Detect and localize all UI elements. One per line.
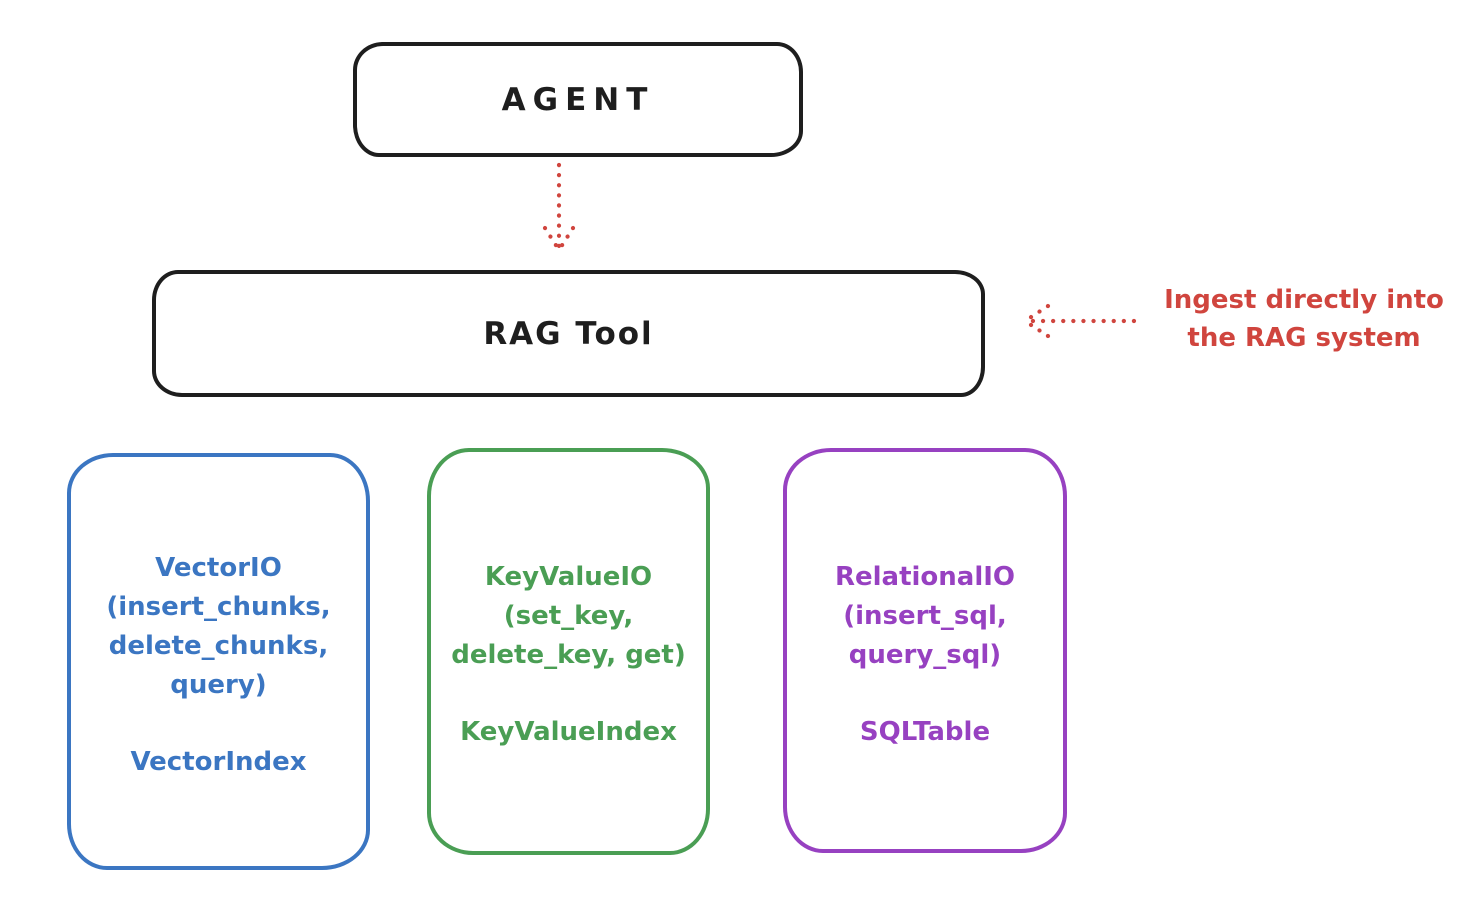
- sql-table-label: SQLTable: [859, 717, 991, 747]
- agent-box: AGENT: [353, 42, 803, 157]
- io-line: (set_key,: [503, 601, 634, 631]
- ingest-annotation: Ingest directly into the RAG system: [1128, 281, 1480, 357]
- io-line: (insert_chunks,: [106, 592, 331, 622]
- io-line: query_sql): [848, 640, 1002, 670]
- io-line: delete_chunks,: [108, 631, 329, 661]
- agent-to-ragtool-dotted-arrow-icon: [542, 162, 576, 253]
- rag-tool-box: RAG Tool: [152, 270, 985, 397]
- keyvalue-index-label: KeyValueIndex: [460, 717, 677, 747]
- ingest-dotted-arrow-icon: [1022, 303, 1137, 339]
- agent-label: AGENT: [501, 81, 655, 118]
- io-line: RelationalIO: [834, 562, 1016, 592]
- io-line: (insert_sql,: [843, 601, 1007, 631]
- io-line: VectorIO: [155, 553, 282, 583]
- ingest-annotation-line1: Ingest directly into: [1164, 285, 1444, 315]
- vector-io-box: VectorIO (insert_chunks, delete_chunks, …: [67, 453, 370, 870]
- keyvalue-io-box: KeyValueIO (set_key, delete_key, get) Ke…: [427, 448, 710, 855]
- relational-io-box: RelationalIO (insert_sql, query_sql) SQL…: [783, 448, 1067, 853]
- io-line: query): [170, 670, 267, 700]
- rag-tool-label: RAG Tool: [483, 315, 654, 352]
- io-line: delete_key, get): [451, 640, 686, 670]
- ingest-annotation-line2: the RAG system: [1187, 323, 1421, 353]
- vector-index-label: VectorIndex: [130, 747, 307, 777]
- io-line: KeyValueIO: [484, 562, 653, 592]
